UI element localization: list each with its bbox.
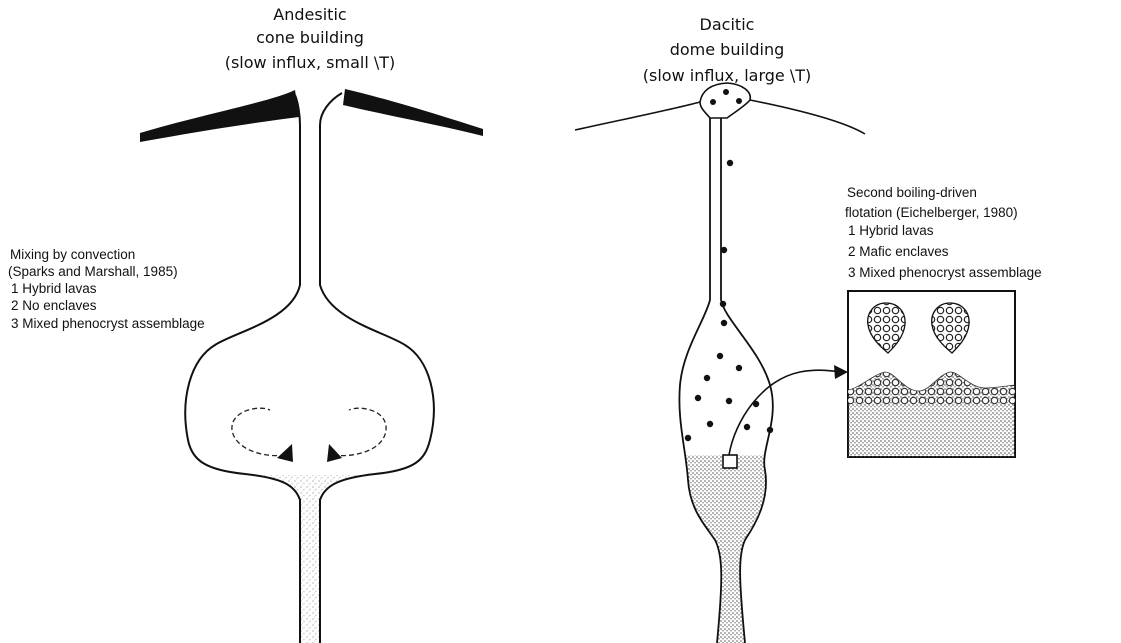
andesitic-cone-model: Andesitic cone building (slow influx, sm…: [8, 5, 483, 643]
left-convection-arrow-right: [333, 408, 386, 455]
inset-leader-arrowhead: [834, 365, 848, 379]
rising-enclave: [717, 353, 723, 359]
right-note-item-1: 1 Hybrid lavas: [848, 223, 934, 238]
rising-enclave: [744, 424, 750, 430]
rising-enclave: [726, 398, 732, 404]
left-note-item-3: 3 Mixed phenocryst assemblage: [11, 316, 205, 331]
left-title-line-1: Andesitic: [273, 5, 346, 24]
left-note-item-2: 2 No enclaves: [11, 298, 97, 313]
right-chamber-stipple: [675, 455, 785, 643]
rising-enclave: [767, 427, 773, 433]
right-title-line-3: (slow influx, large \T): [643, 66, 811, 85]
flotation-inset: [848, 291, 1015, 457]
left-chamber-stipple: [180, 475, 440, 643]
right-ground-surface-right: [750, 100, 865, 134]
left-convection-arrow-left: [232, 408, 285, 455]
right-ground-surface-left: [575, 102, 700, 130]
sample-box: [723, 455, 737, 468]
dome-enclave: [723, 89, 729, 95]
rising-enclave: [721, 247, 727, 253]
left-title-line-2: cone building: [256, 28, 364, 47]
rising-enclave: [685, 435, 691, 441]
rising-enclave: [720, 301, 726, 307]
left-cone-flank-left: [140, 90, 299, 142]
rising-enclave: [727, 160, 733, 166]
dome-enclave: [710, 99, 716, 105]
left-cone-flank-right: [343, 89, 483, 136]
dome-enclave: [736, 98, 742, 104]
lava-dome: [700, 83, 750, 118]
left-note-item-1: 1 Hybrid lavas: [11, 281, 97, 296]
rising-enclave: [695, 395, 701, 401]
left-title-line-3: (slow influx, small \T): [225, 53, 396, 72]
right-note-heading: Second boiling-driven: [847, 185, 977, 200]
right-title-line-2: dome building: [670, 40, 785, 59]
rising-enclave: [736, 365, 742, 371]
left-note-heading: Mixing by convection: [10, 247, 135, 262]
right-note-citation: flotation (Eichelberger, 1980): [845, 205, 1018, 220]
left-note-citation: (Sparks and Marshall, 1985): [8, 264, 178, 279]
left-convection-arrowhead-left: [277, 444, 293, 462]
rising-enclave: [721, 320, 727, 326]
right-title-line-1: Dacitic: [700, 15, 755, 34]
rising-enclave: [707, 421, 713, 427]
right-note-item-2: 2 Mafic enclaves: [848, 244, 949, 259]
dacitic-dome-model: Dacitic dome building (slow influx, larg…: [575, 15, 1042, 643]
left-convection-arrowhead-right: [327, 444, 342, 462]
inset-leader-arrow: [729, 370, 840, 455]
rising-enclave: [704, 375, 710, 381]
right-note-item-3: 3 Mixed phenocryst assemblage: [848, 265, 1042, 280]
